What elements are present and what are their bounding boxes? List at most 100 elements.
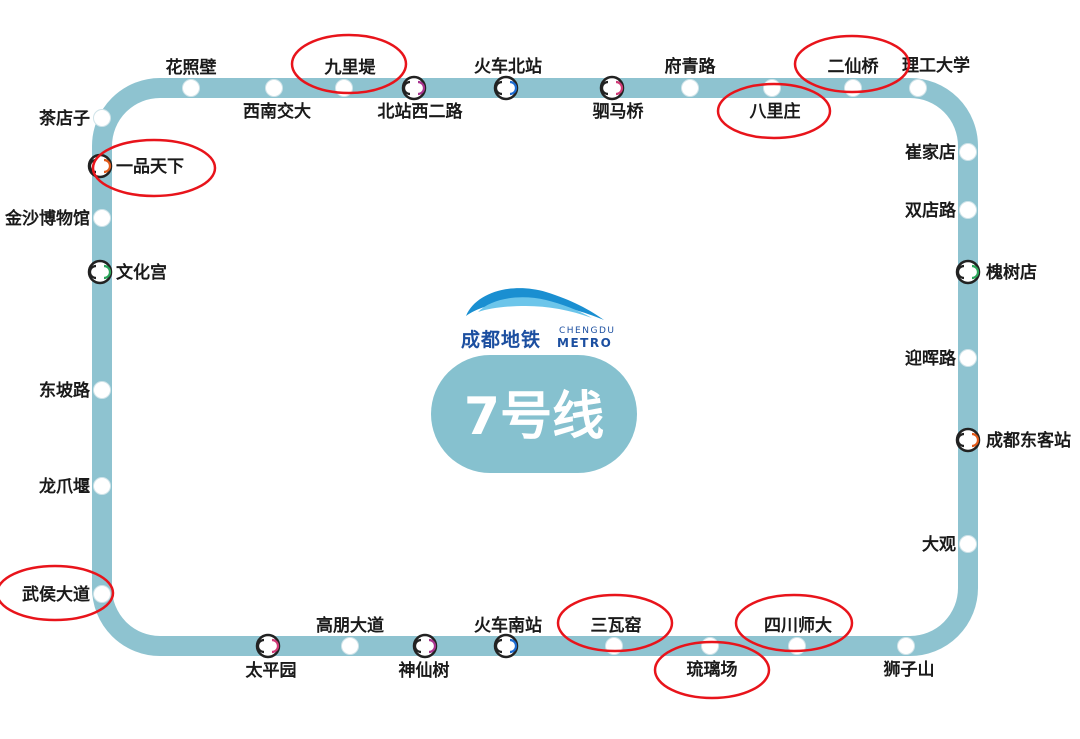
transfer-arc-right-icon — [417, 80, 426, 96]
station-dot-icon — [897, 637, 915, 655]
transfer-arc-right-icon — [103, 158, 112, 174]
transfer-station-icon — [599, 75, 625, 101]
transfer-arc-left-icon — [600, 80, 609, 96]
station-13: 金沙博物馆 — [4, 208, 111, 229]
station-label: 琉璃场 — [687, 659, 738, 680]
station-9: 驷马桥 — [593, 75, 645, 122]
station-dot-icon — [93, 381, 111, 399]
logo-chinese-text: 成都地铁 — [461, 328, 541, 351]
station-label: 火车南站 — [474, 615, 542, 636]
station-23: 大观 — [922, 534, 977, 555]
transfer-arc-right-icon — [615, 80, 624, 96]
station-label: 八里庄 — [750, 101, 801, 122]
station-dot-icon — [959, 535, 977, 553]
red-annotation-circle — [653, 640, 771, 700]
annotation-circles-layer — [0, 33, 911, 700]
transfer-arc-left-icon — [956, 264, 965, 280]
transfer-arc-left-icon — [402, 80, 411, 96]
transfer-arc-right-icon — [428, 638, 437, 654]
transfer-station-icon — [493, 633, 519, 659]
station-dot-icon — [701, 637, 719, 655]
station-label: 成都东客站 — [986, 430, 1071, 451]
station-21: 迎晖路 — [905, 348, 977, 369]
station-dot-icon — [265, 79, 283, 97]
station-5: 二仙桥 — [828, 56, 880, 97]
transfer-station-icon — [401, 75, 427, 101]
transfer-arc-right-icon — [509, 638, 518, 654]
station-label: 茶店子 — [39, 108, 90, 129]
station-19: 双店路 — [905, 200, 977, 221]
station-4: 府青路 — [665, 56, 717, 97]
logo-swoosh-inner-icon — [478, 297, 592, 318]
station-label: 三瓦窑 — [591, 615, 642, 636]
station-15: 东坡路 — [39, 380, 111, 401]
station-22: 成都东客站 — [955, 427, 1071, 453]
station-25: 火车南站 — [474, 615, 542, 659]
transfer-station-icon — [493, 75, 519, 101]
station-dot-icon — [681, 79, 699, 97]
station-dot-icon — [93, 109, 111, 127]
station-14: 文化宫 — [87, 259, 167, 285]
station-1: 花照壁 — [166, 57, 217, 97]
station-label: 二仙桥 — [828, 56, 880, 77]
station-label: 武侯大道 — [22, 584, 90, 605]
red-annotation-circle — [556, 593, 674, 653]
station-label: 一品天下 — [116, 157, 184, 177]
red-annotation-circle — [716, 82, 832, 140]
transfer-arc-right-icon — [971, 432, 980, 448]
station-dot-icon — [763, 79, 781, 97]
station-label: 花照壁 — [166, 57, 217, 78]
transfer-station-icon — [87, 259, 113, 285]
logo-swoosh-icon — [466, 288, 604, 320]
station-dot-icon — [182, 79, 200, 97]
station-dot-icon — [959, 143, 977, 161]
station-dot-icon — [93, 585, 111, 603]
station-label: 府青路 — [665, 56, 717, 77]
station-label: 大观 — [922, 534, 956, 555]
red-annotation-circle — [0, 564, 115, 622]
line-badge-pill — [431, 355, 637, 473]
transfer-station-icon — [955, 427, 981, 453]
station-label: 四川师大 — [764, 615, 832, 636]
station-29: 神仙树 — [399, 633, 450, 681]
station-dot-icon — [93, 209, 111, 227]
red-annotation-circle — [91, 138, 217, 198]
transfer-arc-right-icon — [509, 80, 518, 96]
transfer-arc-right-icon — [971, 264, 980, 280]
station-label: 九里堤 — [324, 58, 377, 78]
station-label: 北站西二路 — [378, 101, 464, 122]
station-dot-icon — [341, 637, 359, 655]
transfer-arc-left-icon — [413, 638, 422, 654]
transfer-station-icon — [955, 259, 981, 285]
station-label: 狮子山 — [883, 659, 935, 680]
station-label: 双店路 — [905, 200, 957, 221]
transfer-station-icon — [412, 633, 438, 659]
station-3: 火车北站 — [474, 56, 542, 101]
transfer-arc-left-icon — [494, 638, 503, 654]
station-11: 茶店子 — [39, 108, 111, 129]
station-label: 驷马桥 — [593, 102, 645, 122]
station-dot-icon — [909, 79, 927, 97]
station-label: 金沙博物馆 — [4, 208, 90, 229]
transfer-arc-left-icon — [494, 80, 503, 96]
station-label: 文化宫 — [116, 262, 167, 283]
station-label: 崔家店 — [904, 142, 956, 163]
station-7: 西南交大 — [243, 79, 311, 122]
station-label: 槐树店 — [985, 262, 1037, 283]
station-31: 狮子山 — [883, 637, 935, 680]
station-label: 火车北站 — [474, 56, 542, 77]
station-12: 一品天下 — [87, 153, 184, 179]
station-label: 神仙树 — [399, 660, 450, 681]
station-20: 槐树店 — [955, 259, 1037, 285]
station-label: 太平园 — [246, 660, 297, 681]
logo-english-text-1: CHENGDU — [559, 326, 615, 336]
transfer-arc-left-icon — [956, 432, 965, 448]
logo-english-text-2: METRO — [557, 336, 612, 350]
station-label: 龙爪堰 — [38, 476, 90, 497]
red-annotation-circle — [793, 34, 911, 94]
transfer-arc-left-icon — [88, 264, 97, 280]
station-24: 高朋大道 — [316, 615, 384, 655]
station-17: 武侯大道 — [22, 584, 111, 605]
red-annotation-circle — [290, 33, 408, 95]
